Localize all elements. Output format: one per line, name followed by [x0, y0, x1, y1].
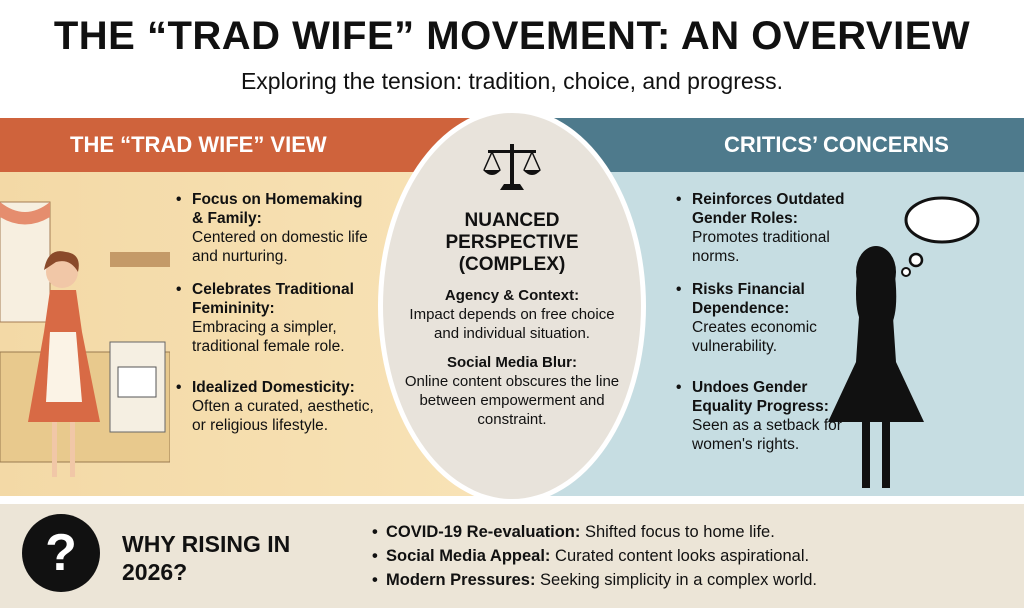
list-item: Focus on Homemaking & Family:Centered on… — [176, 190, 376, 266]
why-rising-heading: WHY RISING IN 2026? — [122, 531, 291, 585]
nuanced-perspective: NUANCED PERSPECTIVE (COMPLEX) Agency & C… — [400, 210, 624, 429]
list-item: Celebrates Traditional Femininity:Embrac… — [176, 280, 376, 356]
page-title: THE “TRAD WIFE” MOVEMENT: AN OVERVIEW — [53, 14, 971, 58]
why-rising-list: COVID-19 Re-evaluation: Shifted focus to… — [372, 520, 817, 592]
list-item: Undoes Gender Equality Progress:Seen as … — [676, 378, 856, 454]
list-item: Risks Financial Dependence:Creates econo… — [676, 280, 856, 356]
scales-of-justice-icon — [483, 144, 541, 190]
social-media-desc: Online content obscures the line between… — [404, 373, 620, 428]
critics-list: Reinforces Outdated Gender Roles:Promote… — [676, 190, 856, 468]
question-mark-icon: ? — [22, 514, 100, 592]
list-item: Social Media Appeal: Curated content loo… — [372, 544, 817, 568]
social-media-title: Social Media Blur: — [446, 354, 578, 371]
agency-desc: Impact depends on free choice and indivi… — [409, 306, 615, 342]
list-item: Reinforces Outdated Gender Roles:Promote… — [676, 190, 856, 266]
list-item: Modern Pressures: Seeking simplicity in … — [372, 568, 817, 592]
agency-title: Agency & Context: — [444, 287, 580, 304]
page-subtitle: Exploring the tension: tradition, choice… — [240, 68, 784, 94]
trad-wife-list: Focus on Homemaking & Family:Centered on… — [176, 190, 376, 449]
housewife-illustration-icon — [0, 201, 170, 477]
list-item: COVID-19 Re-evaluation: Shifted focus to… — [372, 520, 817, 544]
nuanced-heading: NUANCED PERSPECTIVE (COMPLEX) — [445, 210, 579, 275]
list-item: Idealized Domesticity:Often a curated, a… — [176, 378, 376, 435]
